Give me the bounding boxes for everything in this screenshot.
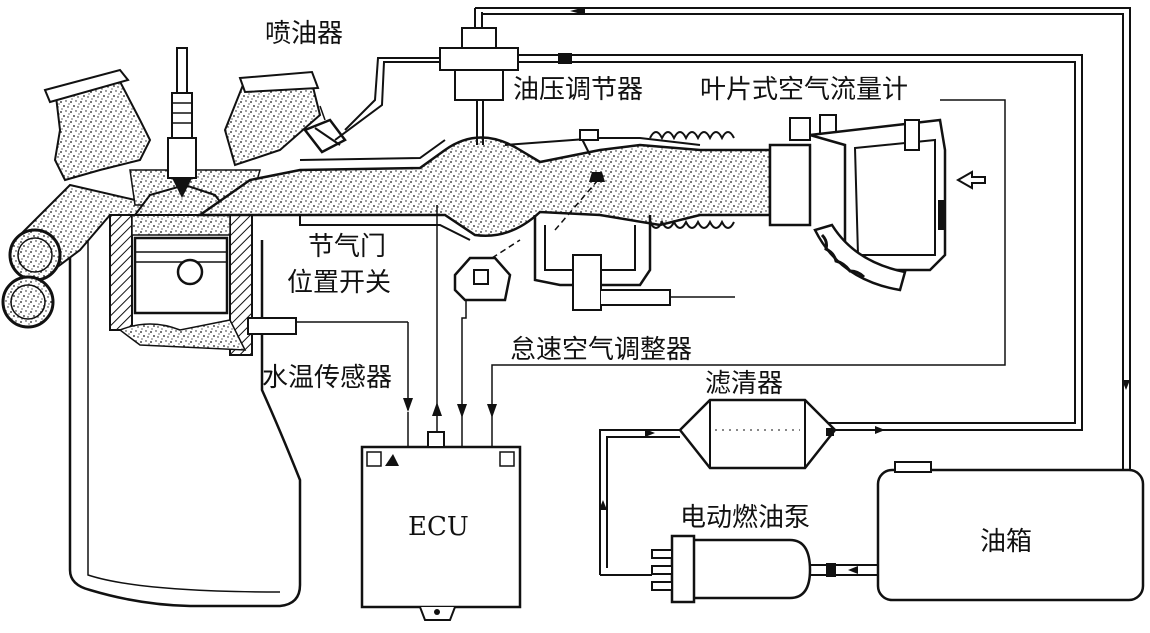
fuel-return-line (475, 7, 1131, 470)
label-throttle-position-switch-1: 节气门 (308, 232, 386, 262)
fuel-filter (599, 398, 885, 575)
label-fuel-filter: 滤清器 (705, 369, 783, 399)
label-ecu: ECU (408, 512, 469, 542)
label-coolant-temp-sensor: 水温传感器 (262, 363, 392, 393)
exhaust-manifold (1, 68, 164, 329)
air-flow-meter (768, 114, 986, 292)
label-fuel-tank: 油箱 (980, 527, 1032, 557)
intake-port-head (129, 70, 322, 216)
idle-air-valve-body (533, 215, 735, 311)
fuel-injector (302, 57, 440, 154)
ecu-signal-wires (247, 99, 1006, 447)
ecu-box (360, 431, 522, 621)
throttle-valve (554, 129, 605, 231)
label-idle-air-control-valve: 怠速空气调整器 (510, 335, 692, 365)
label-throttle-position-switch-2: 位置开关 (287, 268, 391, 298)
electric-fuel-pump (600, 534, 880, 604)
label-injector: 喷油器 (265, 19, 343, 49)
cylinder-and-piston (109, 214, 253, 356)
label-vane-air-flow-meter: 叶片式空气流量计 (700, 75, 908, 105)
intake-pipe (196, 131, 772, 241)
fuel-pressure-regulator (439, 8, 1083, 431)
label-fuel-pressure-regulator: 油压调节器 (513, 75, 643, 105)
label-electric-fuel-pump: 电动燃油泵 (680, 503, 810, 533)
fuel-tank (876, 461, 1145, 602)
labels: 喷油器 油压调节器 叶片式空气流量计 节气门 位置开关 怠速空气调整器 水温传感… (262, 19, 1032, 557)
spark-plug (167, 47, 197, 198)
throttle-position-switch (453, 239, 521, 302)
